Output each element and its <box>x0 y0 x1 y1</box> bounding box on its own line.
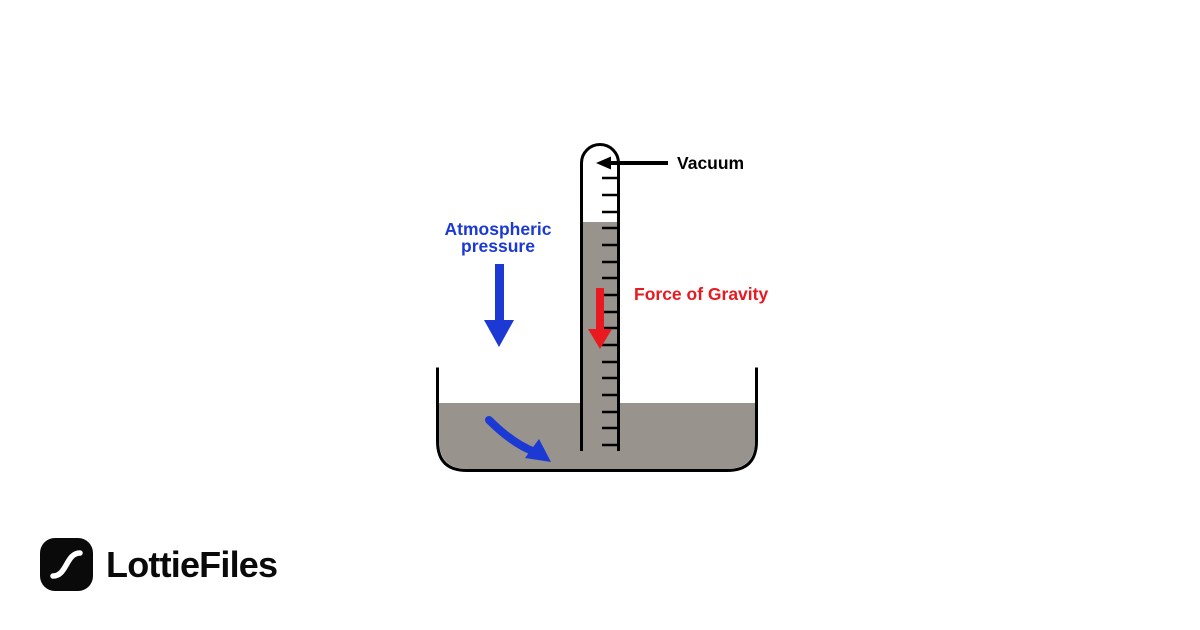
lottiefiles-logo: LottieFiles <box>40 538 278 591</box>
tube-outline <box>580 143 620 451</box>
vacuum-label: Vacuum <box>677 153 745 173</box>
atmospheric-pressure-label-line1: Atmospheric <box>444 219 552 239</box>
scale-ticks <box>602 176 619 447</box>
lottiefiles-wordmark: LottieFiles <box>106 544 278 585</box>
lottiefiles-motion-curve-icon <box>40 538 93 591</box>
force-of-gravity-label: Force of Gravity <box>634 284 769 304</box>
vacuum-pointer-arrow <box>596 156 668 170</box>
basin-outline <box>436 367 758 472</box>
basin-flow-arrow-head <box>525 439 551 462</box>
atmospheric-pressure-label-line2: pressure <box>461 235 535 256</box>
atmospheric-pressure-arrow <box>484 264 514 347</box>
force-of-gravity-arrow <box>588 288 612 349</box>
atmospheric-pressure-label: Atmospheric pressure <box>428 221 568 254</box>
